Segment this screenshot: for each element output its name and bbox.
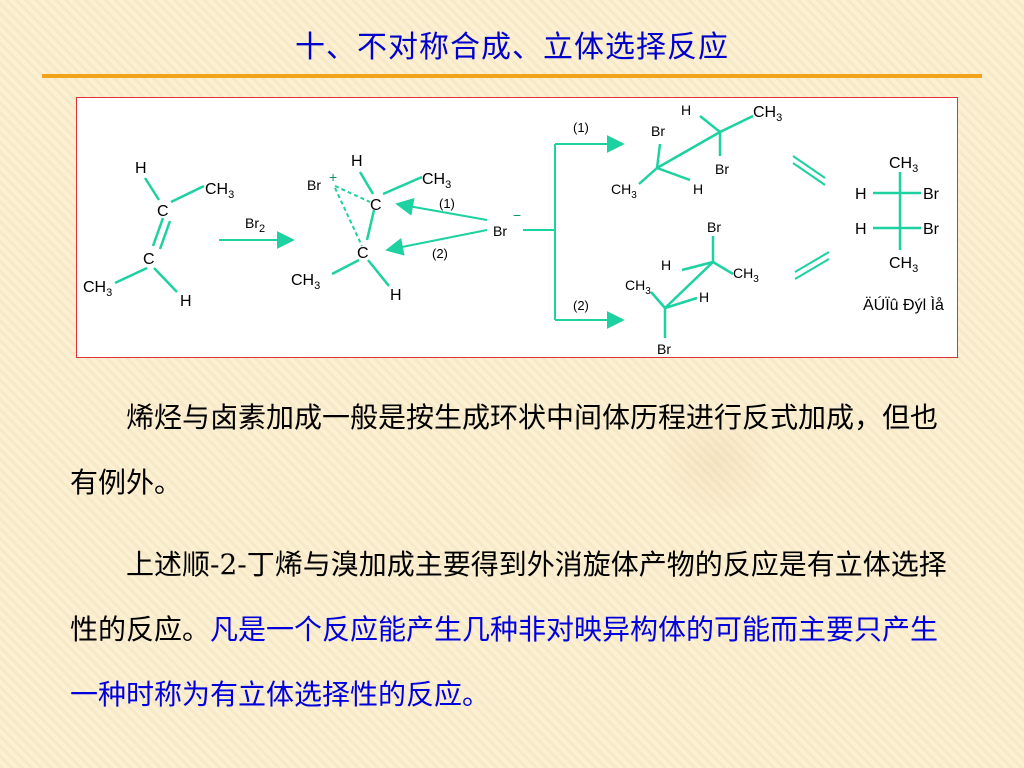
stereoselective-definition: 凡是一个反应能产生几种非对映异构体的可能而主要只产生一种时称为有立体选择性的反应…: [70, 613, 939, 711]
p1-br-right: Br: [715, 161, 729, 177]
intermediate-ch3-bottom: CH3: [291, 272, 320, 292]
p1-ch3-left: CH3: [611, 181, 637, 201]
fischer-ch3-top: CH3: [889, 155, 918, 175]
branch-1-label: (1): [573, 120, 589, 135]
path-2-label: (2): [432, 246, 448, 261]
p2-h-left: H: [661, 257, 671, 273]
reactant-cis-2-butene: H CH3 C C CH3 H: [83, 160, 234, 310]
paragraph-trans-addition: 烯烃与卤素加成一般是按生成环状中间体历程进行反式加成，但也有例外。: [70, 401, 939, 499]
branch-2-label: (2): [573, 298, 589, 313]
p2-h-right: H: [699, 289, 709, 305]
reactant-ch3-bottom: CH3: [83, 279, 112, 299]
path-1-label: (1): [439, 196, 455, 211]
p1-h-top: H: [681, 102, 691, 118]
fischer-h-row1: H: [855, 186, 867, 203]
fischer-ch3-bottom: CH3: [889, 255, 918, 275]
reaction-diagram: H CH3 C C CH3 H Br2 H CH3 Br + C C: [76, 97, 958, 358]
p2-ch3-right: CH3: [733, 265, 759, 285]
fischer-h-row2: H: [855, 221, 867, 238]
reactant-h-top: H: [135, 160, 147, 177]
product-1: H CH3 Br Br CH3 H: [611, 102, 782, 201]
reagent-label: Br2: [245, 215, 265, 235]
intermediate-h-bottom: H: [390, 287, 402, 304]
bromide-br: Br: [493, 223, 507, 239]
bromonium-intermediate: H CH3 Br + C C CH3 H (1) (2): [291, 153, 488, 304]
paragraph-stereoselective-black: 上述顺-2-丁烯与溴加成主要得到外消旋体产物的反应是有立体选择性的反应。: [70, 548, 947, 646]
bromide-charge: −: [513, 207, 521, 223]
intermediate-c2: C: [357, 245, 369, 262]
fischer-br-row2: Br: [923, 221, 940, 238]
fischer-br-row1: Br: [923, 186, 940, 203]
p2-br-top: Br: [707, 219, 721, 235]
reactant-h-bottom: H: [180, 293, 192, 310]
p1-h-bottom: H: [693, 181, 703, 197]
reagent-br2: Br2: [219, 215, 295, 249]
fischer-caption: ÄÚÏû Ðýl Ìå: [863, 295, 944, 314]
bromide-ion: Br −: [493, 207, 521, 239]
branch-arrows: (1) (2): [523, 120, 625, 329]
fischer-projection: CH3 H Br H Br CH3 ÄÚÏû Ðýl Ìå: [855, 155, 944, 314]
intermediate-br-charge: +: [329, 169, 337, 185]
reactant-c1: C: [157, 203, 169, 220]
p2-br-bottom: Br: [657, 341, 671, 357]
p1-ch3-top: CH3: [753, 104, 782, 124]
intermediate-c1: C: [370, 197, 382, 214]
slide-title: 十、不对称合成、立体选择反应: [295, 30, 729, 65]
reactant-c2: C: [143, 251, 155, 268]
title-underline: [42, 74, 982, 78]
p2-ch3-left: CH3: [625, 277, 651, 297]
reactant-ch3-top: CH3: [205, 181, 234, 201]
paragraph-stereoselective: 上述顺-2-丁烯与溴加成主要得到外消旋体产物的反应是有立体选择性的反应。凡是一个…: [70, 532, 960, 727]
equivalence-marks: [792, 155, 830, 280]
product-2: Br H CH3 CH3 H Br: [625, 219, 759, 357]
p1-br-left: Br: [651, 123, 665, 139]
reaction-scheme-svg: H CH3 C C CH3 H Br2 H CH3 Br + C C: [83, 102, 944, 357]
intermediate-ch3-top: CH3: [422, 171, 451, 191]
intermediate-h-top: H: [351, 153, 363, 170]
intermediate-br: Br: [307, 177, 321, 193]
